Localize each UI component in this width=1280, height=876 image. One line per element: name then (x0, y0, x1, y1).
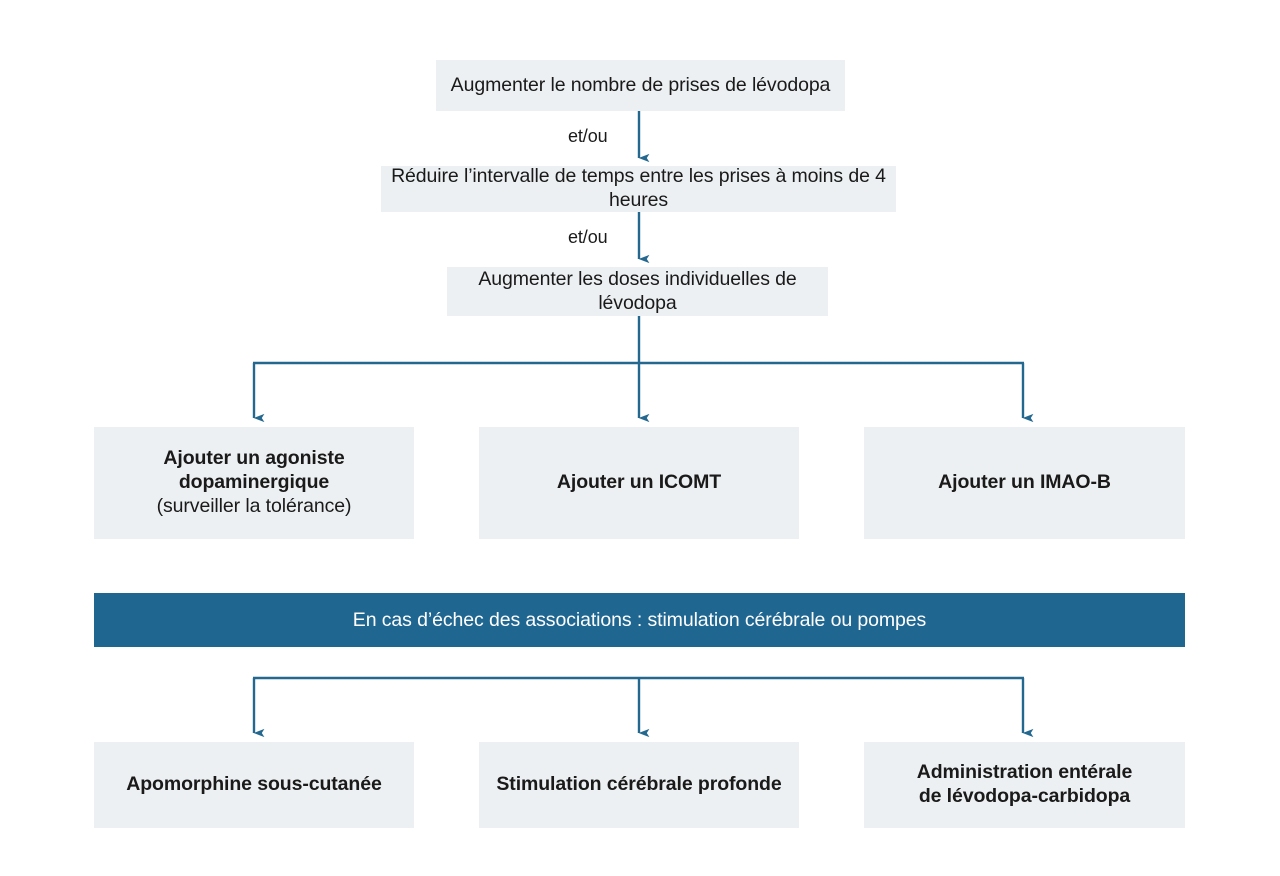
escalation-banner-label: En cas d’échec des associations : stimul… (352, 608, 927, 631)
option-label-icomt: Ajouter un ICOMT (556, 471, 722, 494)
step-box-1: Augmenter le nombre de prises de lévodop… (436, 60, 845, 111)
advanced-label-enteral-line1: Administration entérale (916, 761, 1133, 784)
conjunction-label-2: et/ou (568, 227, 608, 247)
advanced-box-apomorphine: Apomorphine sous-cutanée (94, 742, 414, 828)
advanced-box-dbs: Stimulation cérébrale profonde (479, 742, 799, 828)
escalation-banner: En cas d’échec des associations : stimul… (94, 593, 1185, 647)
step-box-3: Augmenter les doses individuelles de lév… (447, 267, 828, 316)
step-box-2: Réduire l’intervalle de temps entre les … (381, 165, 896, 212)
conjunction-label-1: et/ou (568, 126, 608, 146)
option-label-agoniste-line2: dopaminergique (178, 471, 330, 494)
advanced-box-enteral: Administration entérale de lévodopa-carb… (864, 742, 1185, 828)
option-box-imaob: Ajouter un IMAO-B (864, 427, 1185, 539)
advanced-label-enteral-line2: de lévodopa-carbidopa (918, 785, 1131, 807)
step-label-2: Réduire l’intervalle de temps entre les … (391, 165, 886, 211)
option-box-icomt: Ajouter un ICOMT (479, 427, 799, 539)
step-label-3: Augmenter les doses individuelles de lév… (478, 267, 797, 314)
step-label-1: Augmenter le nombre de prises de lévodop… (450, 73, 831, 96)
advanced-label-apomorphine: Apomorphine sous-cutanée (126, 773, 382, 796)
option-label-agoniste-line1: Ajouter un agoniste (163, 447, 345, 470)
advanced-label-dbs: Stimulation cérébrale profonde (496, 773, 782, 796)
option-note-agoniste: (surveiller la tolérance) (156, 494, 352, 517)
option-label-imaob: Ajouter un IMAO-B (938, 471, 1111, 494)
option-box-agoniste: Ajouter un agoniste dopaminergique (surv… (94, 427, 414, 539)
